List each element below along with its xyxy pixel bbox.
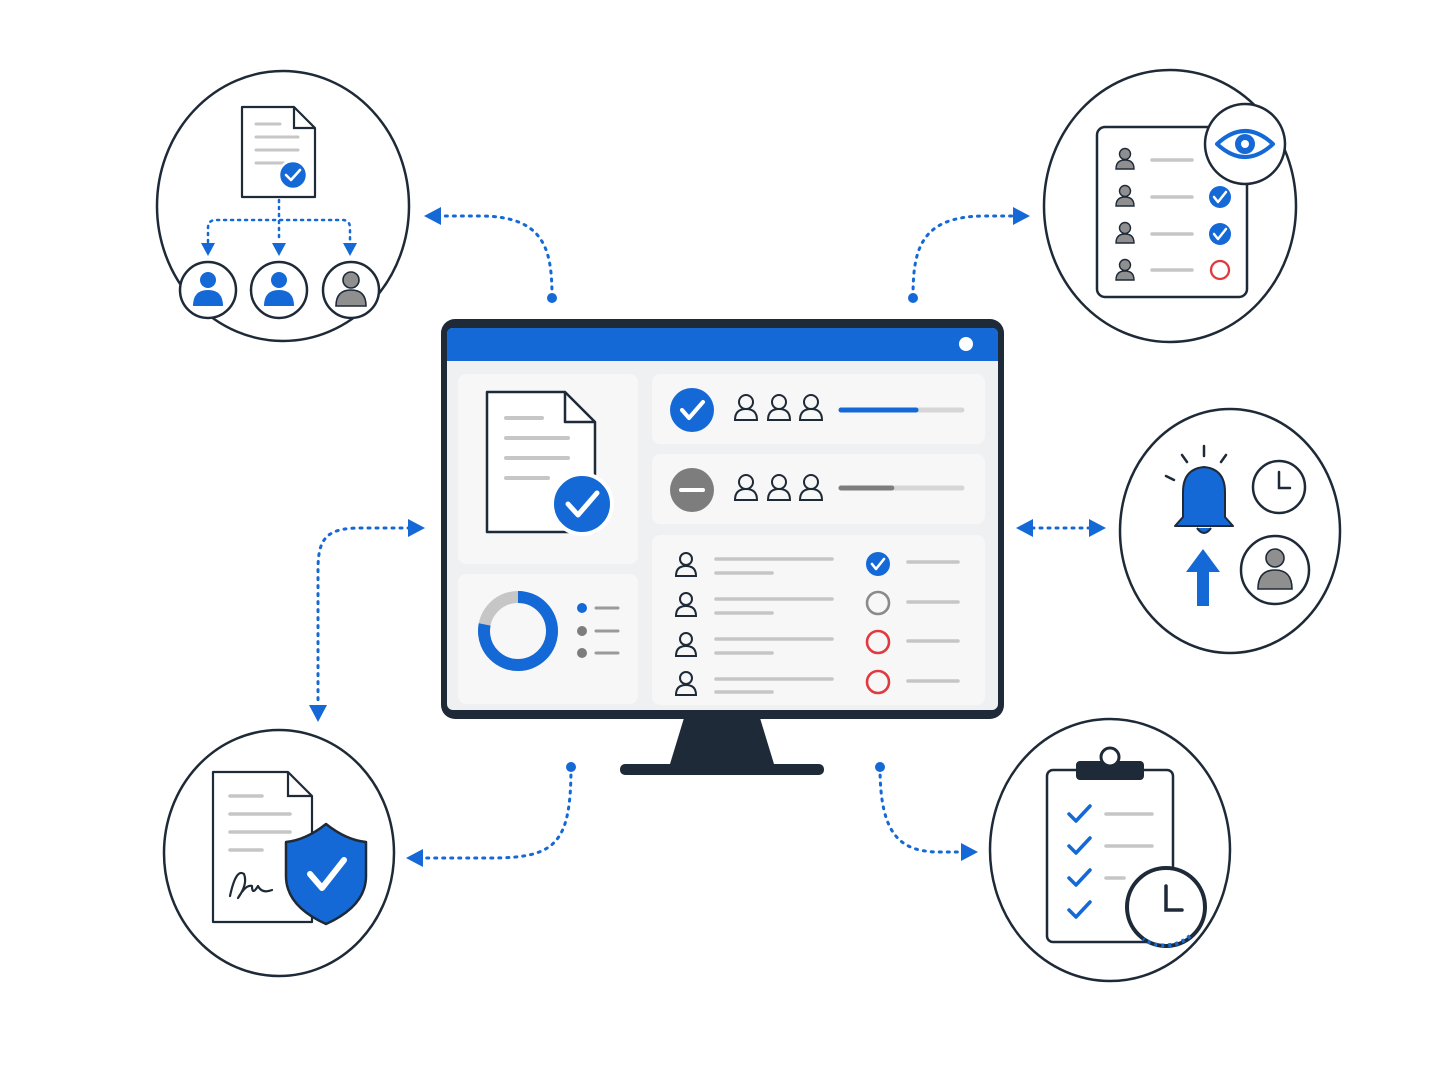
user-icon bbox=[335, 271, 367, 307]
pending-icon bbox=[670, 468, 714, 512]
bell-icon bbox=[1164, 444, 1234, 534]
connector-top-right bbox=[911, 214, 1017, 299]
connector-bottom-left bbox=[422, 765, 573, 860]
check-badge-icon bbox=[1209, 186, 1231, 208]
arrow-head-left bbox=[406, 849, 423, 867]
recipient-avatar bbox=[178, 260, 238, 320]
user-icon bbox=[674, 632, 698, 657]
connector-bottom-right bbox=[878, 765, 964, 854]
donut-legend bbox=[577, 603, 620, 658]
checklist-row bbox=[674, 629, 960, 657]
rejected-circle-icon bbox=[865, 669, 891, 695]
clock-icon bbox=[1251, 459, 1307, 515]
checklist-row bbox=[674, 669, 960, 696]
check-badge-icon bbox=[277, 159, 309, 191]
satellite-notifications bbox=[1118, 407, 1342, 655]
monitor-base bbox=[620, 764, 824, 775]
monitor bbox=[441, 319, 1004, 775]
legend-dot bbox=[577, 603, 587, 613]
shield-check-icon bbox=[284, 822, 368, 926]
distribution-connector bbox=[206, 198, 352, 244]
user-icon bbox=[1115, 147, 1135, 281]
connector-endpoints bbox=[309, 207, 1106, 867]
arrow-head-right bbox=[1089, 519, 1106, 537]
signature-icon bbox=[228, 871, 274, 900]
user-icon bbox=[1257, 548, 1293, 590]
checklist-rows bbox=[674, 552, 960, 696]
eye-icon bbox=[1203, 102, 1287, 186]
user-avatar bbox=[1239, 534, 1311, 606]
satellite-review-status bbox=[1042, 68, 1298, 344]
legend-dot bbox=[577, 648, 587, 658]
connector-top-left bbox=[438, 214, 554, 299]
connectors bbox=[316, 214, 1092, 860]
satellite-document-distribution bbox=[155, 69, 411, 343]
user-icon bbox=[674, 552, 698, 577]
recipient-avatar bbox=[321, 260, 381, 320]
distribution-arrows bbox=[201, 243, 357, 256]
status-row-approved bbox=[652, 374, 985, 444]
connector-dot bbox=[908, 293, 918, 303]
satellite-circle bbox=[1118, 407, 1342, 655]
user-icon bbox=[674, 592, 698, 617]
arrow-up-icon bbox=[1186, 549, 1220, 606]
recipient-avatar bbox=[249, 260, 309, 320]
legend-dot bbox=[577, 626, 587, 636]
clock-icon bbox=[1125, 866, 1207, 948]
connector-dot bbox=[875, 762, 885, 772]
arrow-head-right bbox=[1013, 207, 1030, 225]
reviewer-group bbox=[733, 474, 824, 501]
approved-icon bbox=[670, 388, 714, 432]
check-badge-icon bbox=[1209, 223, 1231, 245]
connector-dot bbox=[547, 293, 557, 303]
rejected-circle-icon bbox=[1209, 259, 1231, 281]
review-rows bbox=[1115, 147, 1231, 281]
arrow-head-left bbox=[1016, 519, 1033, 537]
satellite-scheduled-checklist bbox=[988, 717, 1232, 983]
rejected-circle-icon bbox=[865, 629, 891, 655]
user-icon bbox=[193, 272, 223, 306]
donut-segment bbox=[478, 591, 558, 671]
connector-middle-left bbox=[316, 526, 412, 707]
open-circle-icon bbox=[865, 590, 891, 616]
check-badge-icon bbox=[866, 552, 890, 576]
check-badge-icon bbox=[550, 472, 614, 536]
reviewer-group bbox=[733, 394, 824, 421]
user-icon bbox=[264, 272, 294, 306]
check-icon bbox=[1067, 804, 1092, 919]
arrow-head-left bbox=[424, 207, 441, 225]
arrow-head-right bbox=[408, 519, 425, 537]
screen-title-bar bbox=[447, 328, 998, 361]
satellite-signed-compliance bbox=[162, 728, 396, 978]
window-control-dot bbox=[959, 337, 973, 351]
checklist-panel bbox=[652, 535, 985, 705]
user-icon bbox=[674, 671, 698, 696]
arrow-head-down bbox=[309, 705, 327, 722]
checklist-row bbox=[674, 552, 960, 577]
checklist-row bbox=[674, 590, 960, 617]
connector-dot bbox=[566, 762, 576, 772]
arrow-head-right bbox=[961, 843, 978, 861]
status-row-pending bbox=[652, 454, 985, 524]
monitor-stand bbox=[670, 718, 774, 764]
